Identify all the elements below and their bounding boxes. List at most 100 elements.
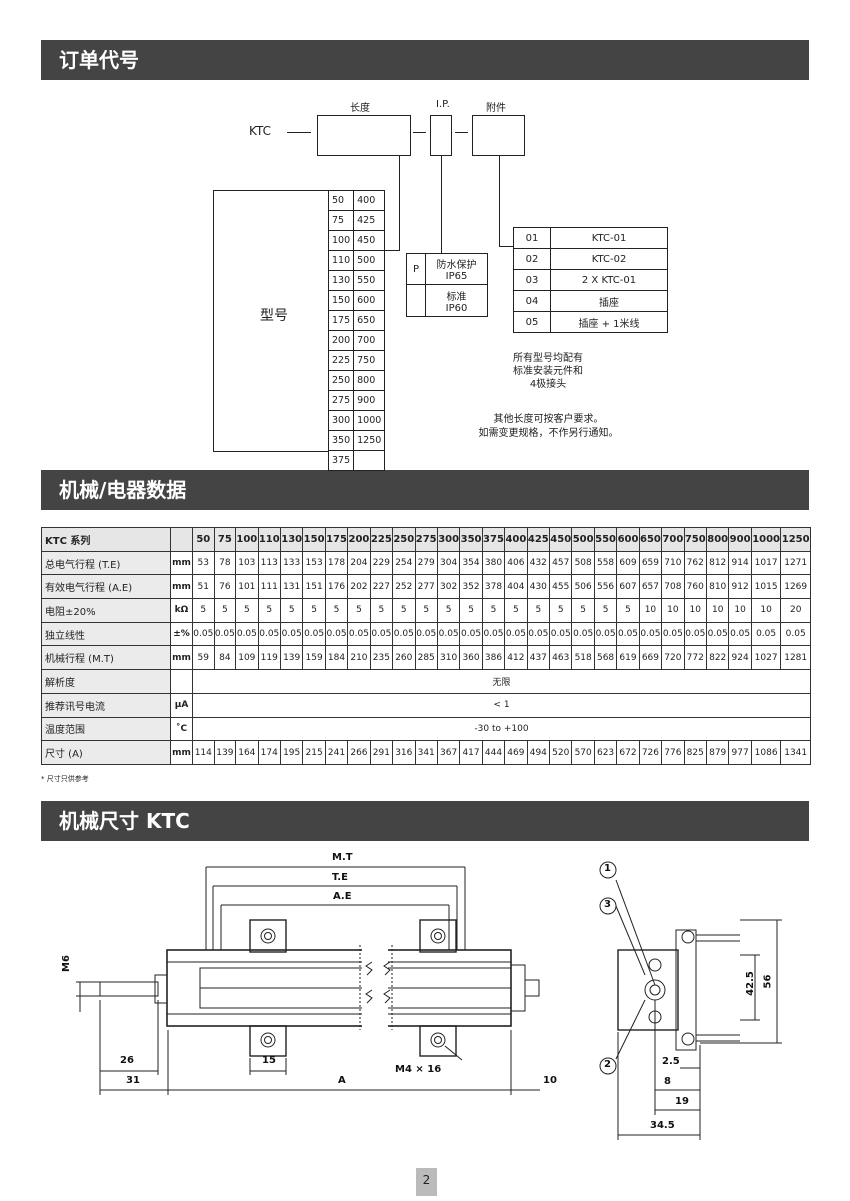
spec-cell: 977 [728, 740, 752, 765]
dim-8: 8 [664, 1076, 671, 1087]
spec-row-label: 电阻±20% [41, 598, 171, 623]
spec-column-header: 425 [526, 527, 551, 552]
callout-1: 1 [604, 863, 611, 874]
label-accessory: 附件 [486, 103, 506, 114]
spec-column-header: 200 [347, 527, 371, 552]
length-cell [353, 450, 386, 471]
dim-34-5: 34.5 [650, 1120, 675, 1131]
ip-box [430, 115, 452, 156]
spec-cell: 879 [705, 740, 730, 765]
dim-42-5: 42.5 [744, 971, 756, 996]
dim-ae: A.E [333, 891, 352, 902]
ip-desc: IP60 [445, 302, 468, 314]
spec-row-label: 有效电气行程 (A.E) [41, 574, 171, 600]
spec-row-label: 总电气行程 (T.E) [41, 550, 171, 576]
spec-span-value: 无限 [192, 669, 811, 694]
spec-column-header: 600 [616, 527, 640, 552]
ip-desc: IP65 [445, 271, 468, 282]
footnote: * 尺寸只供参考 [41, 775, 89, 783]
spec-column-header: 175 [324, 527, 349, 552]
dim-56: 56 [762, 974, 774, 989]
ip-desc: 防水保护 [436, 260, 477, 271]
spec-row-label: 机械行程 (M.T) [41, 645, 171, 671]
spec-row-unit: mm [170, 740, 193, 765]
label-ip: I.P. [436, 99, 450, 110]
spec-column-header: 275 [414, 527, 438, 552]
length-cell: 750 [353, 350, 386, 371]
order-prefix: KTC [249, 124, 271, 138]
spec-column-header: 300 [436, 527, 461, 552]
spec-column-header: 800 [705, 527, 730, 552]
spec-cell: 1015 [750, 574, 782, 600]
dim-te: T.E [332, 872, 348, 883]
spec-column-header: 100 [235, 527, 259, 552]
spec-cell: 1269 [780, 574, 811, 600]
spec-header-label: KTC 系列 [41, 527, 171, 552]
dim-26: 26 [120, 1055, 134, 1066]
length-box [317, 115, 411, 156]
spec-cell: 316 [392, 740, 416, 765]
dim-15: 15 [262, 1055, 276, 1066]
model-label: 型号 [260, 308, 288, 324]
spec-cell: 20 [780, 598, 811, 623]
spec-span-value: < 1 [192, 692, 811, 718]
spec-column-header: 550 [593, 527, 618, 552]
spec-column-header: 250 [392, 527, 416, 552]
spec-cell: 469 [504, 740, 528, 765]
spec-cell: 1341 [780, 740, 811, 765]
note-line: 标准安装元件和 [513, 366, 583, 377]
note-line: 4极接头 [529, 379, 567, 390]
label-length: 长度 [350, 103, 370, 114]
note-standard: 所有型号均配有 标准安装元件和 4极接头 [513, 352, 583, 391]
accessory-desc: 插座 + 1米线 [550, 311, 668, 333]
spec-column-header: 1250 [780, 527, 811, 552]
spec-column-header: 130 [279, 527, 304, 552]
page-number: 2 [416, 1168, 437, 1196]
spec-column-header: 110 [257, 527, 281, 552]
spec-column-header: 50 [192, 527, 215, 552]
section-title-dims: 机械尺寸 KTC [41, 801, 809, 841]
spec-row-label: 解析度 [41, 669, 171, 694]
spec-cell: 1086 [750, 740, 782, 765]
spec-column-header: 450 [549, 527, 573, 552]
spec-column-header: 75 [213, 527, 237, 552]
dim-31: 31 [126, 1075, 140, 1086]
accessory-box [472, 115, 525, 156]
dim-2-5: 2.5 [662, 1056, 680, 1067]
spec-cell: 10 [750, 598, 782, 623]
section-title-data: 机械/电器数据 [41, 470, 809, 510]
dim-m4: M4 × 16 [395, 1064, 442, 1075]
spec-cell: 444 [481, 740, 506, 765]
note-line: 所有型号均配有 [513, 353, 583, 364]
spec-cell: 139 [213, 740, 237, 765]
callout-2: 2 [604, 1059, 611, 1070]
spec-cell: 1027 [750, 645, 782, 671]
section-title-order: 订单代号 [41, 40, 809, 80]
dim-a: A [338, 1075, 346, 1086]
ip-desc: 标准 [446, 291, 467, 303]
spec-row-label: 独立线性 [41, 621, 171, 647]
note-line: 其他长度可按客户要求。 [493, 414, 604, 425]
dim-19: 19 [675, 1096, 689, 1107]
dim-mt: M.T [332, 852, 353, 863]
note-line: 如需变更规格，不作另行通知。 [478, 428, 619, 439]
length-cell: 1000 [353, 410, 386, 431]
note-custom: 其他长度可按客户要求。 如需变更规格，不作另行通知。 [476, 413, 621, 441]
spec-row: 解析度无限 [41, 669, 811, 694]
spec-column-header: 900 [728, 527, 752, 552]
callout-3: 3 [604, 899, 611, 910]
spec-column-header: 225 [369, 527, 394, 552]
spec-header-unit [170, 527, 193, 552]
